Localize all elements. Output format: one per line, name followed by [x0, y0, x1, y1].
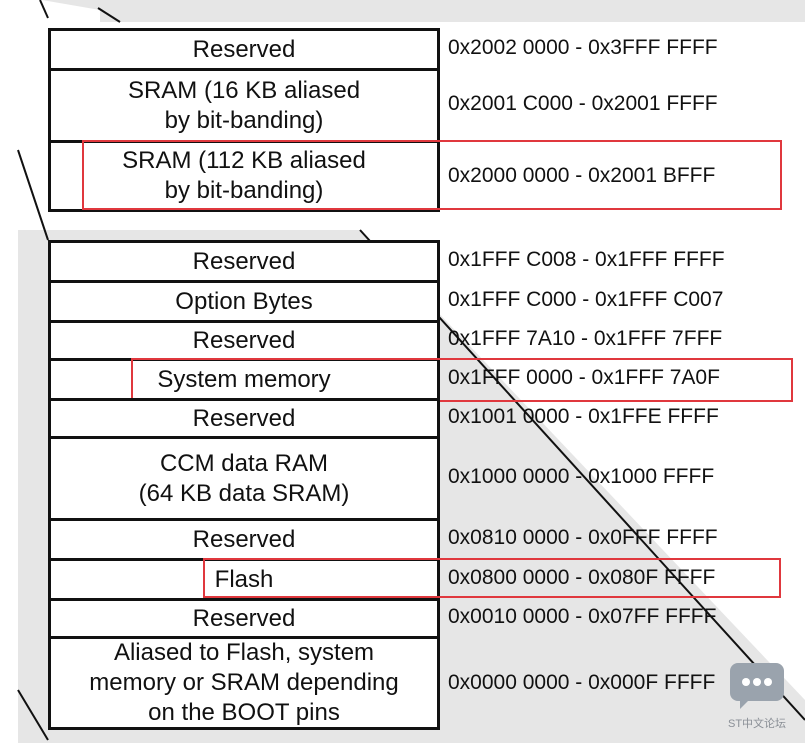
lower-highlight-box — [131, 358, 793, 402]
lower-address-range: 0x1FFF 7A10 - 0x1FFF 7FFF — [448, 327, 723, 350]
lower-address-range: 0x1FFF C008 - 0x1FFF FFFF — [448, 248, 725, 271]
upper-address-range: 0x2000 0000 - 0x2001 BFFF — [448, 164, 716, 187]
upper-region-cell: Reserved — [48, 28, 440, 68]
upper-highlight-box — [82, 140, 782, 210]
diagonal-line-bottom — [17, 689, 49, 741]
lower-address-range: 0x0800 0000 - 0x080F FFFF — [448, 566, 716, 589]
lower-address-range: 0x0000 0000 - 0x000F FFFF — [448, 671, 716, 694]
lower-region-cell: CCM data RAM (64 KB data SRAM) — [48, 436, 440, 518]
lower-address-range: 0x0810 0000 - 0x0FFF FFFF — [448, 526, 718, 549]
lower-region-cell: Reserved — [48, 598, 440, 636]
diagonal-line-left — [17, 149, 49, 241]
diagonal-line-top — [39, 0, 49, 19]
lower-address-range: 0x0010 0000 - 0x07FF FFFF — [448, 605, 717, 628]
upper-address-range: 0x2002 0000 - 0x3FFF FFFF — [448, 36, 718, 59]
lower-region-cell: Reserved — [48, 518, 440, 558]
lower-region-cell: Option Bytes — [48, 280, 440, 320]
upper-address-range: 0x2001 C000 - 0x2001 FFFF — [448, 92, 718, 115]
lower-highlight-box — [203, 558, 781, 598]
upper-shade — [42, 0, 805, 22]
lower-address-range: 0x1001 0000 - 0x1FFE FFFF — [448, 405, 719, 428]
lower-region-cell: System memory — [48, 358, 440, 398]
diagonal-line-top2 — [97, 7, 121, 23]
chat-bubble-icon — [730, 663, 784, 709]
lower-address-range: 0x1000 0000 - 0x1000 FFFF — [448, 465, 715, 488]
lower-address-range: 0x1FFF C000 - 0x1FFF C007 — [448, 288, 724, 311]
lower-region-cell: Reserved — [48, 320, 440, 358]
lower-region-cell: Reserved — [48, 398, 440, 436]
lower-region-cell: Aliased to Flash, system memory or SRAM … — [48, 636, 440, 730]
diagonal-white — [360, 230, 805, 700]
watermark: ST中文论坛 — [728, 661, 792, 731]
lower-region-cell: Reserved — [48, 240, 440, 280]
lower-address-range: 0x1FFF 0000 - 0x1FFF 7A0F — [448, 366, 720, 389]
watermark-text: ST中文论坛 — [728, 718, 787, 730]
upper-region-cell: SRAM (16 KB aliased by bit-banding) — [48, 68, 440, 140]
upper-region-cell: SRAM (112 KB aliased by bit-banding) — [48, 140, 440, 212]
